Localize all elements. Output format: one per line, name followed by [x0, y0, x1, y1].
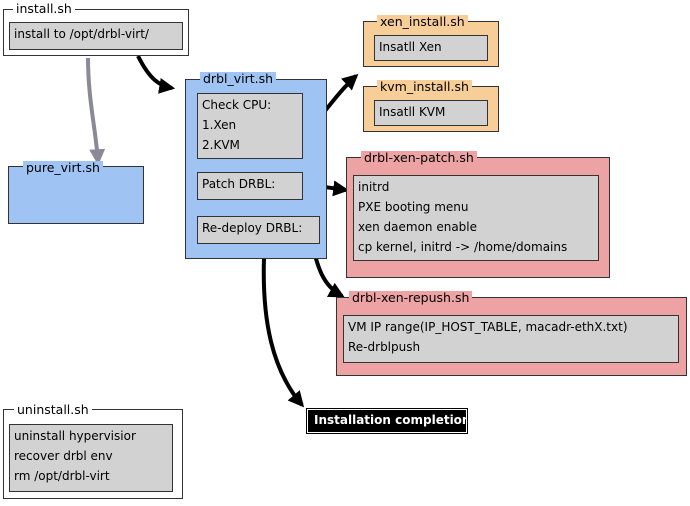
drbl-xen-patch-sh-title: drbl-xen-patch.sh — [361, 151, 477, 165]
xen-install-content: Insatll Xen — [374, 35, 488, 61]
xen-patch-line: initrd — [358, 180, 390, 194]
uninstall-sh-title: uninstall.sh — [14, 403, 92, 417]
check-cpu-box: Check CPU: 1.Xen 2.KVM — [197, 93, 303, 159]
xen-install-line: Insatll Xen — [379, 40, 442, 54]
drbl-xen-patch-sh-box: drbl-xen-patch.sh initrd PXE booting men… — [346, 151, 610, 278]
check-cpu-line: Check CPU: — [202, 98, 272, 112]
uninstall-sh-box: uninstall.sh uninstall hypervisior recov… — [3, 403, 183, 499]
installation-completion-label: Installation completion — [306, 408, 470, 434]
drbl-xen-repush-sh-title: drbl-xen-repush.sh — [349, 291, 473, 305]
install-sh-content: install to /opt/drbl-virt/ — [9, 22, 183, 50]
xen-install-sh-title: xen_install.sh — [377, 15, 468, 29]
xen-install-sh-box: xen_install.sh Insatll Xen — [363, 15, 499, 67]
drbl-xen-repush-sh-box: drbl-xen-repush.sh VM IP range(IP_HOST_T… — [336, 291, 687, 376]
xen-patch-line: cp kernel, initrd -> /home/domains — [358, 240, 568, 254]
drbl-xen-repush-content: VM IP range(IP_HOST_TABLE, macadr-ethX.t… — [343, 315, 679, 363]
check-cpu-line: 2.KVM — [202, 138, 240, 152]
patch-drbl-box: Patch DRBL: — [197, 172, 303, 200]
install-sh-box: install.sh install to /opt/drbl-virt/ — [3, 2, 189, 56]
xen-patch-line: PXE booting menu — [358, 200, 469, 214]
xen-repush-line: VM IP range(IP_HOST_TABLE, macadr-ethX.t… — [348, 320, 628, 334]
install-line: install to /opt/drbl-virt/ — [14, 27, 149, 41]
redeploy-drbl-box: Re-deploy DRBL: — [197, 216, 320, 244]
uninstall-content: uninstall hypervisior recover drbl env r… — [9, 424, 173, 492]
drbl-virt-sh-box: drbl_virt.sh Check CPU: 1.Xen 2.KVM Patc… — [185, 72, 327, 259]
uninstall-line: uninstall hypervisior — [14, 429, 136, 443]
check-cpu-line: 1.Xen — [202, 118, 237, 132]
kvm-install-content: Insatll KVM — [374, 100, 488, 126]
arrow-install-to-pure-virt — [86, 57, 106, 166]
kvm-install-sh-box: kvm_install.sh Insatll KVM — [363, 80, 499, 132]
uninstall-line: rm /opt/drbl-virt — [14, 469, 110, 483]
xen-patch-line: xen daemon enable — [358, 220, 478, 234]
kvm-install-sh-title: kvm_install.sh — [377, 80, 472, 94]
drbl-xen-patch-content: initrd PXE booting menu xen daemon enabl… — [353, 175, 599, 261]
arrow-drbl-virt-to-completion — [261, 257, 305, 408]
redeploy-drbl-line: Re-deploy DRBL: — [202, 221, 303, 235]
xen-repush-line: Re-drblpush — [348, 340, 421, 354]
pure-virt-sh-title: pure_virt.sh — [23, 161, 103, 175]
kvm-install-line: Insatll KVM — [379, 105, 446, 119]
arrow-install-to-drbl-virt — [136, 55, 176, 94]
drbl-virt-sh-title: drbl_virt.sh — [200, 72, 277, 86]
install-sh-title: install.sh — [13, 2, 75, 16]
patch-drbl-line: Patch DRBL: — [202, 177, 276, 191]
uninstall-line: recover drbl env — [14, 449, 113, 463]
pure-virt-sh-box: pure_virt.sh — [8, 161, 144, 224]
